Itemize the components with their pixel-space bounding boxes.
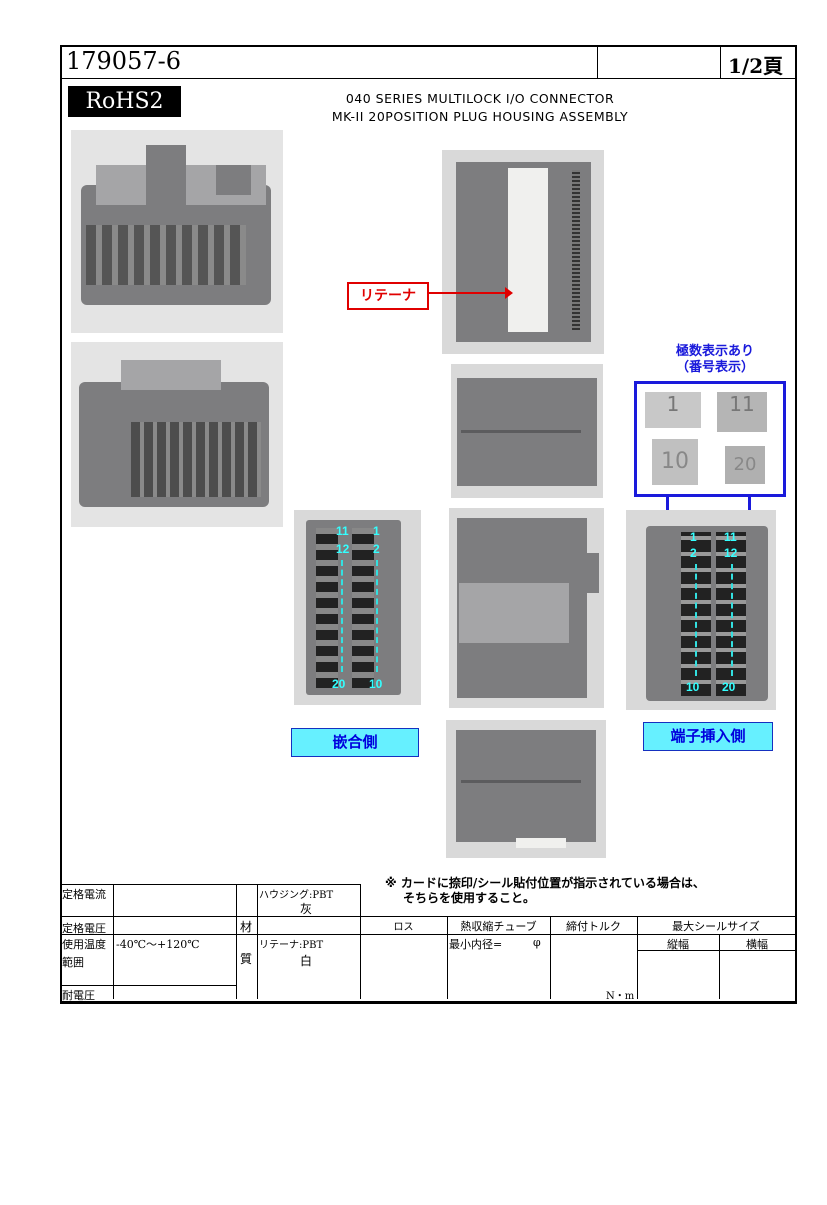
- pin-label: 2: [373, 542, 380, 556]
- table-border: [60, 884, 360, 885]
- mating-side-label: 嵌合側: [291, 728, 419, 757]
- header-col-divider: [597, 45, 598, 78]
- sheet-frame: [60, 45, 797, 1004]
- photo-mating-side: 11 1 12 2 20 10: [294, 510, 421, 705]
- header-col-divider: [720, 45, 721, 78]
- table-border: [60, 985, 236, 986]
- pin-order-arrow: [341, 560, 343, 672]
- retainer-callout: リテーナ: [347, 282, 429, 310]
- rated-voltage-label: 定格電圧: [62, 922, 106, 935]
- pin-label: 10: [686, 680, 700, 694]
- tube-header: 熱収縮チューブ: [460, 920, 537, 933]
- header-divider: [60, 78, 795, 79]
- polarity-subtitle: （番号表示）: [675, 360, 754, 375]
- photo-isometric-front: [71, 342, 283, 527]
- product-title: 040 SERIES MULTILOCK I/O CONNECTOR MK-II…: [300, 90, 660, 126]
- photo-top-view: [442, 150, 604, 354]
- polarity-caption: 極数表示あり （番号表示）: [640, 344, 790, 376]
- polarity-closeup-box: 1 11 10 20: [634, 381, 786, 497]
- table-border: [447, 916, 448, 999]
- closeup-20: 20: [725, 446, 765, 484]
- closeup-1: 1: [645, 392, 701, 428]
- retainer-part: [508, 168, 548, 332]
- temp-label: 使用温度: [62, 938, 106, 951]
- photo-side-view: [451, 364, 603, 498]
- photo-isometric-top: [71, 130, 283, 333]
- callout-arrow: [666, 494, 669, 520]
- seal-height-header: 縦幅: [667, 938, 689, 951]
- lot-header: ロス: [393, 922, 414, 933]
- torque-unit: N・m: [606, 991, 635, 1002]
- pin-order-arrow: [376, 560, 378, 672]
- table-border: [236, 884, 237, 999]
- retainer-material: リテーナ:PBT: [259, 940, 324, 951]
- rohs-badge: RoHS2: [68, 86, 181, 117]
- pin-label: 20: [722, 680, 736, 694]
- retainer-color: 白: [300, 954, 313, 968]
- pin-order-arrow: [695, 564, 697, 676]
- arrow-head-icon: [505, 287, 513, 299]
- withstand-voltage-label: 耐電圧: [62, 989, 95, 1002]
- table-border: [113, 884, 114, 999]
- tube-min-diameter: 最小内径=: [449, 938, 503, 951]
- table-border: [257, 884, 258, 999]
- pin-label: 12: [724, 546, 738, 560]
- seal-width-header: 横幅: [746, 938, 768, 951]
- table-border: [60, 934, 795, 935]
- title-line-1: 040 SERIES MULTILOCK I/O CONNECTOR: [345, 91, 615, 106]
- pin-label: 11: [724, 530, 737, 544]
- note: ※ カードに捺印/シール貼付位置が指示されている場合は、 そちらを使用すること。: [385, 876, 705, 906]
- note-line-2: そちらを使用すること。: [403, 891, 536, 905]
- pin-label: 2: [690, 546, 697, 560]
- temp-label-2: 範囲: [62, 956, 84, 969]
- pin-label: 1: [690, 530, 697, 544]
- material-label-2: 質: [240, 952, 253, 966]
- temp-range-value: -40℃～+120℃: [116, 938, 200, 951]
- rated-current-label: 定格電流: [62, 888, 106, 901]
- closeup-10: 10: [652, 439, 698, 485]
- pin-order-arrow: [731, 564, 733, 676]
- page-number: 1/2頁: [728, 54, 784, 78]
- photo-rear-view: [446, 720, 606, 858]
- table-border: [360, 884, 361, 999]
- terminal-side-label: 端子挿入側: [643, 722, 773, 751]
- table-border: [637, 950, 795, 951]
- pin-label: 20: [332, 677, 346, 691]
- seal-header: 最大シールサイズ: [672, 920, 760, 933]
- table-border: [719, 934, 720, 999]
- part-number: 179057-6: [66, 47, 181, 75]
- closeup-11: 11: [717, 392, 767, 432]
- phi-symbol: φ: [533, 936, 541, 949]
- table-border: [550, 916, 551, 999]
- torque-header: 締付トルク: [566, 920, 621, 933]
- pin-label: 10: [369, 677, 383, 691]
- photo-terminal-side: 1 11 2 12 10 20: [626, 510, 776, 710]
- photo-bottom-view: [449, 508, 604, 708]
- pin-label: 11: [336, 524, 349, 538]
- material-label: 材: [240, 920, 253, 934]
- retainer-arrow: [427, 292, 509, 294]
- housing-color: 灰: [300, 902, 313, 916]
- polarity-title: 極数表示あり: [675, 344, 754, 359]
- housing-material: ハウジング:PBT: [259, 890, 334, 901]
- pin-label: 12: [336, 542, 350, 556]
- note-line-1: ※ カードに捺印/シール貼付位置が指示されている場合は、: [385, 876, 705, 890]
- table-border: [60, 916, 795, 917]
- title-line-2: MK-II 20POSITION PLUG HOUSING ASSEMBLY: [331, 109, 629, 124]
- pin-label: 1: [373, 524, 380, 538]
- callout-arrow: [748, 494, 751, 520]
- table-border: [637, 916, 638, 999]
